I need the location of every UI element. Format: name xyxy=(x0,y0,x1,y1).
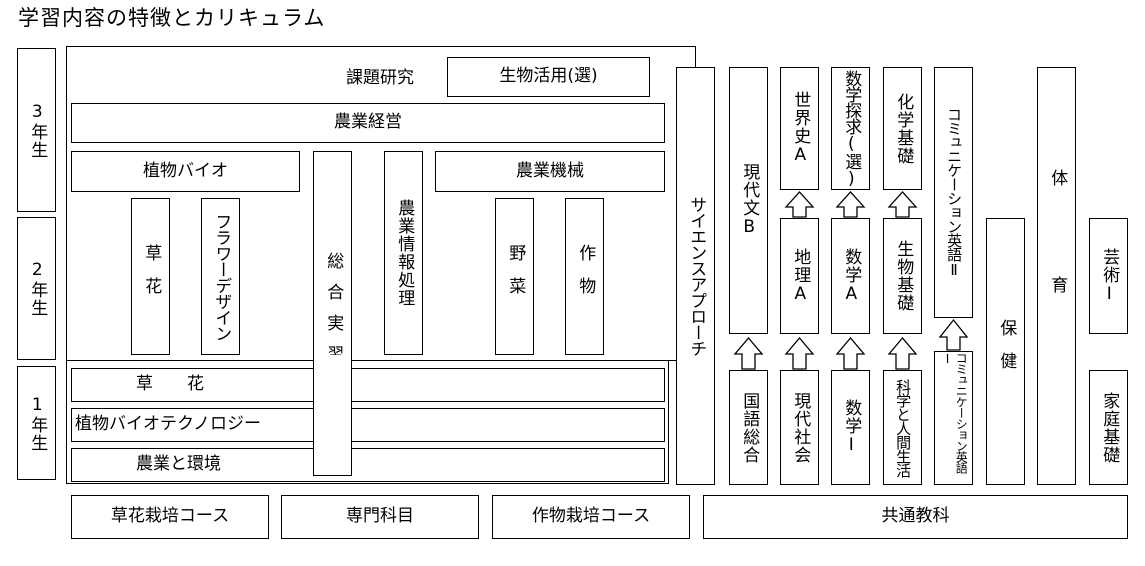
flower-design-text: フラワーデザイン xyxy=(211,212,232,341)
gendai-shakai-text: 現代社会 xyxy=(790,391,811,464)
katei-kiso-box: 家庭基礎 xyxy=(1089,370,1128,485)
sougou-jisshu-text: 総合実習 xyxy=(323,251,344,376)
kagaku-kiso-box: 化学基礎 xyxy=(883,67,922,190)
nogyo-joho-text: 農業情報処理 xyxy=(394,199,415,307)
kagaku-ningen-box: 科学と人間生活 xyxy=(883,370,922,485)
flower-design-box: フラワーデザイン xyxy=(201,198,240,355)
science-approach-text: サイエンスアプローチ xyxy=(686,196,707,356)
sekaishi-a-text: 世界史A xyxy=(790,91,811,166)
sakumotsu-course-text: 作物栽培コース xyxy=(531,506,651,527)
katei-kiso-text: 家庭基礎 xyxy=(1099,391,1120,464)
nogyo-joho-box: 農業情報処理 xyxy=(384,151,423,355)
hoken-box: 保健 xyxy=(986,218,1025,485)
shokubutsu-bio-box: 植物バイオ xyxy=(71,151,300,192)
kusabana-2-text: 草花 xyxy=(141,243,162,310)
gendaibun-b-text: 現代文B xyxy=(739,163,760,238)
seibutsu-kiso-text: 生物基礎 xyxy=(893,240,914,312)
sugaku-tankyu-text: 数学探求(選) xyxy=(841,69,862,188)
seibutsu-katsuyo-box: 生物活用(選) xyxy=(447,57,650,97)
sugaku-a-box: 数学A xyxy=(831,218,870,334)
kusabana-1-text: 草 花 xyxy=(136,374,204,395)
science-approach-box: サイエンスアプローチ xyxy=(676,67,715,485)
sugaku-1-box: 数学Ⅰ xyxy=(831,370,870,485)
yasai-box: 野菜 xyxy=(495,198,534,355)
taiiku-box: 体育 xyxy=(1037,67,1076,485)
bio-tech-box: 植物バイオテクノロジー xyxy=(71,408,665,442)
kadai-kenkyu-label: 課題研究 xyxy=(346,67,414,88)
nogyo-kankyo-text: 農業と環境 xyxy=(136,454,221,475)
geijutsu-1-text: 芸術Ⅰ xyxy=(1099,247,1120,305)
nogyo-keiei-text: 農業経営 xyxy=(334,112,402,133)
senmon-frame-lower xyxy=(66,360,669,484)
senmon-kamoku-box: 専門科目 xyxy=(281,495,479,539)
arrow-kagakuningen-icon xyxy=(887,336,918,370)
arrow-sugaku1-icon xyxy=(835,336,866,370)
geijutsu-1-box: 芸術Ⅰ xyxy=(1089,218,1128,334)
kokugo-sogo-box: 国語総合 xyxy=(729,370,768,485)
kyotsu-kyoka-text: 共通教科 xyxy=(881,506,950,527)
nogyo-kikai-box: 農業機械 xyxy=(435,151,665,192)
grade-3-text: 3年生 xyxy=(27,101,48,159)
grade-1-text: 1年生 xyxy=(27,394,48,452)
sakumotsu-box: 作物 xyxy=(565,198,604,355)
sugaku-a-text: 数学A xyxy=(841,247,862,305)
yasai-text: 野菜 xyxy=(505,243,526,310)
nogyo-kankyo-box: 農業と環境 xyxy=(71,448,665,482)
hoken-text: 保健 xyxy=(996,318,1017,385)
arrow-sugakuA-icon xyxy=(835,191,866,218)
page-title: 学習内容の特徴とカリキュラム xyxy=(18,6,326,30)
grade-3-label: 3年生 xyxy=(17,48,56,212)
gendaibun-b-box: 現代文B xyxy=(729,67,768,334)
kyotsu-kyoka-box: 共通教科 xyxy=(703,495,1128,539)
sugaku-tankyu-box: 数学探求(選) xyxy=(831,67,870,190)
taiiku-text: 体育 xyxy=(1047,169,1068,383)
grade-2-label: 2年生 xyxy=(17,217,56,360)
sakumotsu-text: 作物 xyxy=(575,243,596,310)
sugaku-1-text: 数学Ⅰ xyxy=(841,399,862,456)
shokubutsu-bio-text: 植物バイオ xyxy=(143,160,228,181)
seibutsu-katsuyo-text: 生物活用(選) xyxy=(499,66,598,87)
arrow-chiri-icon xyxy=(784,191,815,218)
chiri-a-box: 地理A xyxy=(780,218,819,334)
comm-eigo-2-text: コミュニケーション英語Ⅱ xyxy=(945,107,964,278)
grade-1-label: 1年生 xyxy=(17,366,56,480)
gendai-shakai-box: 現代社会 xyxy=(780,370,819,485)
kagaku-ningen-text: 科学と人間生活 xyxy=(894,378,913,477)
arrow-shakai-icon xyxy=(784,336,815,370)
kusabana-1-box: 草 花 xyxy=(71,368,665,402)
arrow-seibutsu-icon xyxy=(887,191,918,218)
sougou-jisshu-overlay xyxy=(313,355,352,476)
kusabana-course-text: 草花栽培コース xyxy=(110,506,230,527)
kusabana-2-box: 草花 xyxy=(131,198,170,355)
kokugo-sogo-text: 国語総合 xyxy=(739,391,760,464)
arrow-comm-icon xyxy=(938,318,969,351)
arrow-kokugo-icon xyxy=(733,336,764,370)
seibutsu-kiso-box: 生物基礎 xyxy=(883,218,922,334)
sakumotsu-course-box: 作物栽培コース xyxy=(492,495,690,539)
comm-eigo-2-box: コミュニケーション英語Ⅱ xyxy=(934,67,973,318)
comm-eigo-1-box: コミュニケーション英語Ⅰ xyxy=(934,351,973,485)
comm-eigo-1-text: コミュニケーション英語Ⅰ xyxy=(940,352,969,473)
senmon-kamoku-text: 専門科目 xyxy=(346,506,414,527)
kusabana-course-box: 草花栽培コース xyxy=(71,495,269,539)
grade-2-text: 2年生 xyxy=(27,260,48,317)
nogyo-kikai-text: 農業機械 xyxy=(516,160,584,181)
nogyo-keiei-box: 農業経営 xyxy=(71,103,665,143)
kagaku-kiso-text: 化学基礎 xyxy=(893,92,914,165)
sekaishi-a-box: 世界史A xyxy=(780,67,819,190)
bio-tech-text: 植物バイオテクノロジー xyxy=(75,414,261,435)
chiri-a-text: 地理A xyxy=(790,247,811,305)
